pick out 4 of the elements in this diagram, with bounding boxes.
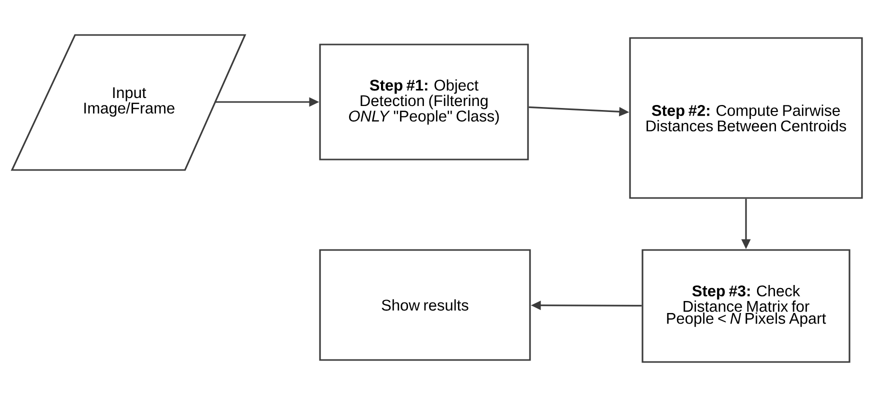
process-box: Step #2: Compute Pairwise Distances Between Centroids (629, 37, 863, 199)
process-box: Step #3: Check Distance Matrix for People < N Pixels Apart (642, 249, 850, 363)
process-box: Step #1: Object Detection (Filtering ONLY "People" Class) (319, 44, 529, 160)
process-box: Show results (319, 249, 531, 361)
